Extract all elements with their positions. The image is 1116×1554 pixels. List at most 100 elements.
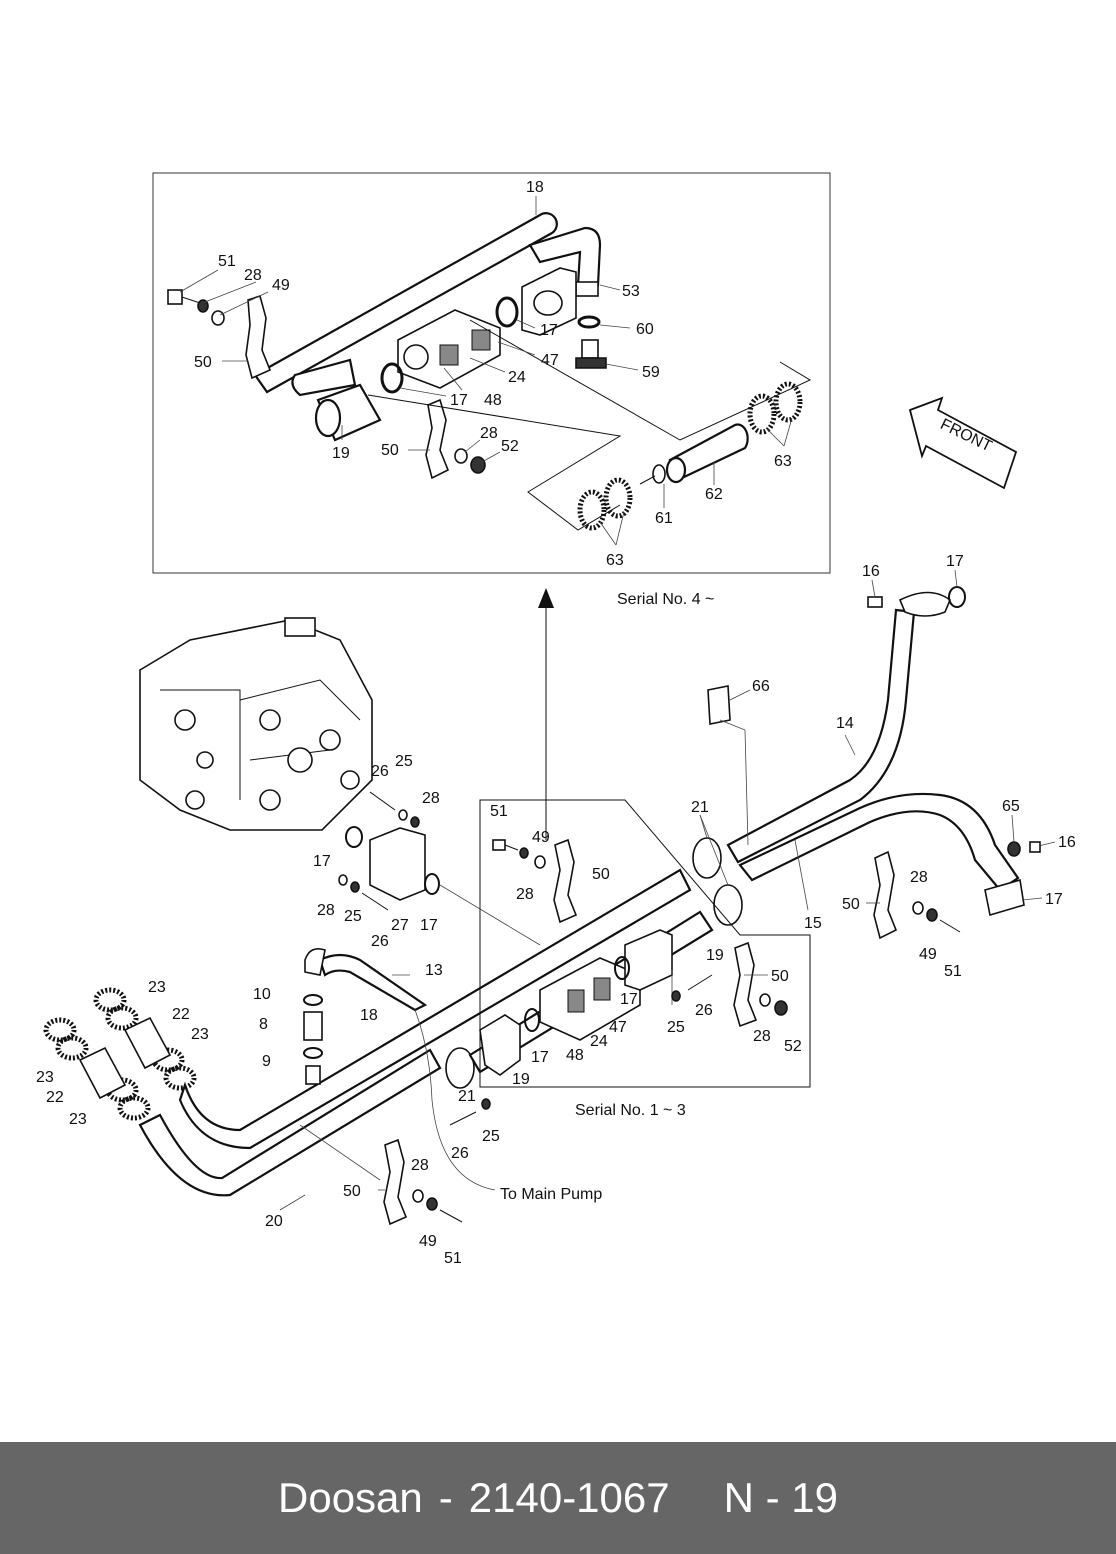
serial-1-3-frame (479, 799, 811, 1088)
filter-48-main (567, 989, 585, 1013)
callout-23: 23 (148, 979, 166, 996)
callout-49: 49 (419, 1233, 437, 1250)
joint-21-lower (713, 884, 743, 926)
block-24-main (539, 957, 641, 1041)
o-ring-17-valve (345, 826, 363, 848)
callout-62: 62 (705, 486, 723, 503)
bracket-50-main-b (733, 941, 758, 1028)
bolt-16-top (867, 596, 883, 608)
callout-18: 18 (360, 1007, 378, 1024)
callout-8: 8 (259, 1016, 268, 1033)
pipe-14 (726, 608, 916, 864)
pipe-19-end (314, 398, 342, 438)
callout-13: 13 (425, 962, 443, 979)
flange-27 (369, 827, 426, 901)
bolt-51-shank (181, 296, 201, 304)
callout-17: 17 (1045, 891, 1063, 908)
callout-47: 47 (609, 1019, 627, 1036)
hose-clamps-63-left (577, 477, 633, 531)
callout-28: 28 (480, 425, 498, 442)
arrow-up-icon (538, 588, 554, 608)
callout-17: 17 (450, 392, 468, 409)
callout-50: 50 (343, 1183, 361, 1200)
callout-25: 25 (482, 1128, 500, 1145)
o-ring-10 (303, 994, 323, 1006)
callout-17: 17 (620, 991, 638, 1008)
callout-23: 23 (36, 1069, 54, 1086)
inset-parts (167, 212, 812, 531)
fitting-65 (1007, 841, 1021, 857)
callout-28: 28 (516, 886, 534, 903)
bracket-50-inset-a (245, 294, 272, 380)
elbow-sleeve (575, 281, 599, 297)
callout-49: 49 (919, 946, 937, 963)
washer-28-inset-b (454, 448, 468, 464)
callout-28: 28 (411, 1157, 429, 1174)
callout-21: 21 (691, 799, 709, 816)
pipe-15 (738, 792, 1020, 892)
nut-52-inset (470, 456, 486, 474)
callout-14: 14 (836, 715, 854, 732)
o-ring-9 (303, 1047, 323, 1059)
bracket-50-main-a (553, 838, 578, 924)
hose-13 (318, 953, 428, 1012)
callout-17: 17 (313, 853, 331, 870)
callout-28: 28 (753, 1028, 771, 1045)
callout-49: 49 (272, 277, 290, 294)
callout-18: 18 (526, 179, 544, 196)
coupling-22-upper (123, 1016, 172, 1070)
o-ring-17-pipe14 (948, 586, 966, 608)
valve-61-stem (639, 475, 656, 485)
callout-63: 63 (606, 552, 624, 569)
hose-62 (668, 423, 749, 480)
flange-port (533, 290, 563, 316)
callout-23: 23 (191, 1026, 209, 1043)
hose-13-elbow (304, 947, 326, 976)
callout-48: 48 (484, 392, 502, 409)
washer-60 (577, 315, 601, 329)
callout-28: 28 (422, 790, 440, 807)
callout-9: 9 (262, 1053, 271, 1070)
callout-22: 22 (46, 1089, 64, 1106)
leader-bracket-upper (469, 319, 812, 441)
callout-48: 48 (566, 1047, 584, 1064)
main-control-valve (139, 617, 373, 831)
hose-62-end (665, 456, 687, 484)
elbow-53 (528, 226, 602, 287)
callout-50: 50 (842, 896, 860, 913)
leader-bracket-lower (367, 394, 622, 531)
to-main-pump-leader (414, 1009, 496, 1191)
callout-26: 26 (371, 763, 389, 780)
callout-52: 52 (501, 438, 519, 455)
callout-16: 16 (1058, 834, 1076, 851)
washer-49-inset (211, 310, 225, 326)
footer-page: N - 19 (723, 1474, 838, 1521)
filter-47-main (593, 977, 611, 1001)
flange-main-right (624, 929, 673, 991)
hose-clamps-23 (43, 987, 197, 1121)
bracket-50-main-c (873, 850, 898, 940)
callout-15: 15 (804, 915, 822, 932)
callout-51: 51 (218, 253, 236, 270)
plate-66 (707, 685, 731, 725)
hose-clamps-63-right (747, 381, 803, 435)
callout-28: 28 (244, 267, 262, 284)
callout-21: 21 (458, 1088, 476, 1105)
callout-17: 17 (531, 1049, 549, 1066)
plug-59-thread (581, 339, 599, 359)
callout-51: 51 (490, 803, 508, 820)
callout-16: 16 (862, 563, 880, 580)
callout-53: 53 (622, 283, 640, 300)
serial-lower-caption: Serial No. 1 ~ 3 (575, 1102, 686, 1119)
coupling-22-lower (78, 1046, 127, 1100)
pipe-bend-inset (291, 358, 357, 397)
main-callouts: 16 17 66 14 26 25 28 51 49 21 65 16 17 2… (36, 553, 1076, 1267)
callout-50: 50 (381, 442, 399, 459)
pipe-18-main (178, 868, 692, 1150)
o-ring-17-main-a (614, 956, 630, 980)
callout-19: 19 (332, 445, 350, 462)
valve-61 (652, 464, 666, 484)
callout-63: 63 (774, 453, 792, 470)
callout-52: 52 (784, 1038, 802, 1055)
callout-51: 51 (944, 963, 962, 980)
